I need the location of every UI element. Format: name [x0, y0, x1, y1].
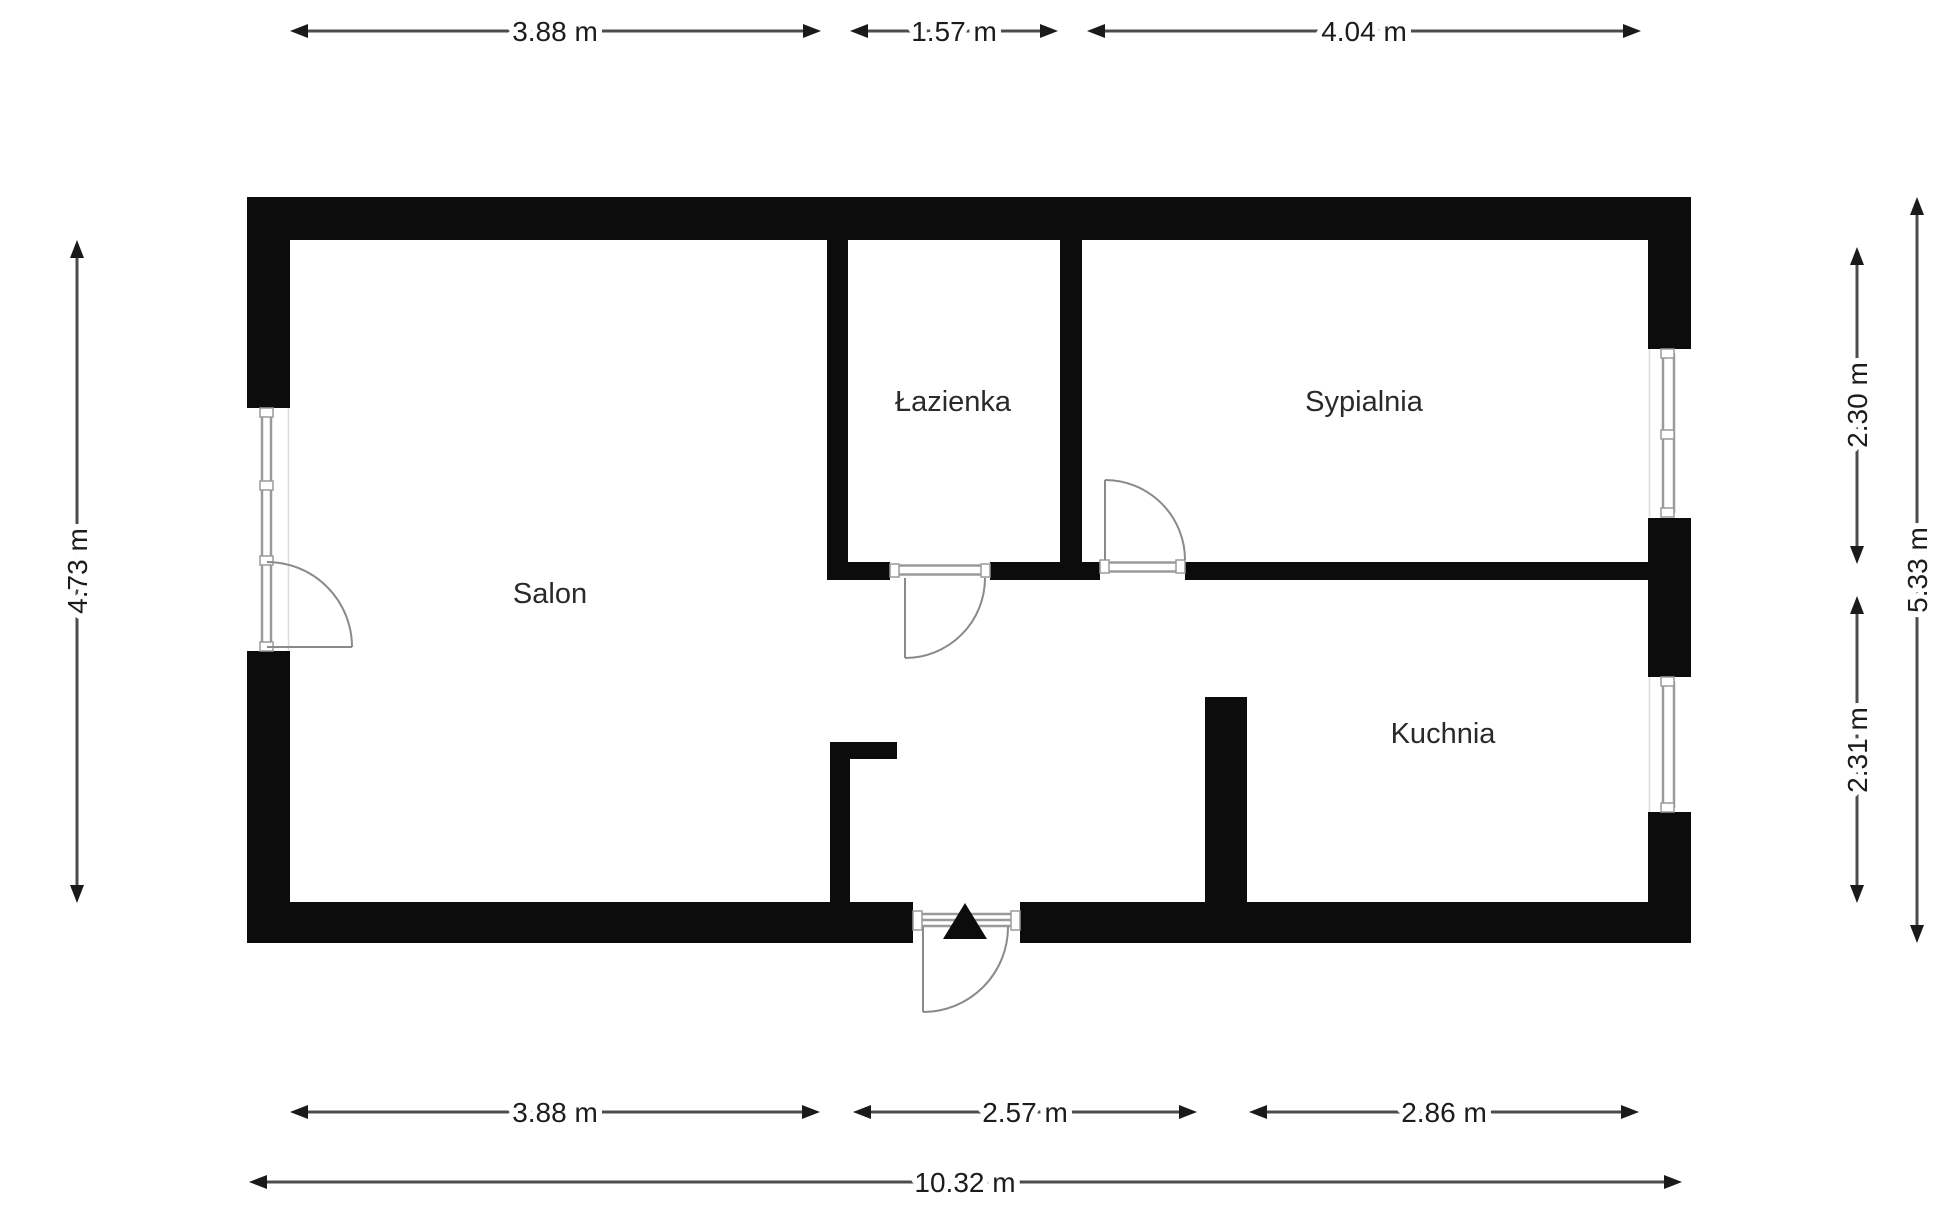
dim-left-salon-height: 4.73 m: [56, 240, 99, 903]
window-left-salon: [259, 407, 290, 652]
wall-right-bottom: [1648, 812, 1691, 943]
dim-top-salon-width: 3.88 m: [290, 10, 821, 53]
dim-bottom-kitchen-width: 2.86 m: [1249, 1091, 1639, 1134]
wall-row-under-bathroom: [827, 562, 890, 580]
door-arc-entrance: [922, 926, 1009, 1013]
svg-text:3.88 m: 3.88 m: [512, 16, 598, 47]
svg-text:3.88 m: 3.88 m: [512, 1097, 598, 1128]
svg-text:1.57 m: 1.57 m: [911, 16, 997, 47]
svg-text:5.33 m: 5.33 m: [1902, 527, 1933, 613]
wall-right-mid: [1648, 518, 1691, 677]
dim-bottom-hall-width: 2.57 m: [853, 1091, 1197, 1134]
svg-text:2.31 m: 2.31 m: [1842, 707, 1873, 793]
wall-right-top: [1648, 197, 1691, 349]
dim-top-bathroom-width: 1.57 m: [850, 10, 1058, 53]
door-bathroom: [889, 563, 991, 659]
wall-left-lower: [247, 651, 290, 943]
window-right-kitchen: [1648, 676, 1676, 813]
wall-bottom-left: [247, 902, 913, 943]
window-right-bedroom: [1648, 348, 1676, 518]
wall-row-center: [990, 562, 1100, 580]
wall-row-bedroom-kitchen: [1185, 562, 1648, 580]
entrance-marker-triangle: [943, 903, 987, 939]
svg-text:4.73 m: 4.73 m: [62, 528, 93, 614]
dim-right-kitchen-height: 2.31 m: [1836, 596, 1879, 903]
wall-kitchen-left: [1205, 697, 1247, 902]
door-arc-bedroom: [1104, 479, 1186, 561]
dim-bottom-total-width: 10.32 m: [249, 1161, 1682, 1204]
wall-bottom-right: [1020, 902, 1691, 943]
door-bedroom: [1099, 479, 1186, 574]
dim-right-bedroom-height: 2.30 m: [1836, 247, 1879, 564]
wall-top: [247, 197, 1691, 240]
room-label-kuchnia: Kuchnia: [1391, 718, 1497, 750]
door-balcony-salon: [266, 561, 353, 648]
dim-bottom-salon-width: 3.88 m: [290, 1091, 820, 1134]
dim-right-total-height: 5.33 m: [1896, 197, 1939, 943]
room-label-lazienka: Łazienka: [895, 386, 1012, 418]
dim-top-bedroom-width: 4.04 m: [1087, 10, 1641, 53]
svg-text:10.32 m: 10.32 m: [914, 1167, 1015, 1198]
svg-text:2.30 m: 2.30 m: [1842, 362, 1873, 448]
wall-hall-stub-vertical: [830, 742, 850, 902]
wall-bathroom-left: [827, 240, 848, 580]
door-arc-bathroom: [904, 577, 986, 659]
room-labels: Salon Łazienka Sypialnia Kuchnia: [513, 386, 1496, 750]
door-entrance: [912, 903, 1021, 1013]
wall-bathroom-bedroom-divider: [1060, 240, 1082, 580]
wall-hall-stub-horizontal: [830, 742, 897, 759]
outer-walls: [247, 197, 1691, 943]
svg-text:2.57 m: 2.57 m: [982, 1097, 1068, 1128]
interior-walls: [827, 240, 1648, 902]
svg-text:4.04 m: 4.04 m: [1321, 16, 1407, 47]
room-label-sypialnia: Sypialnia: [1305, 386, 1424, 418]
room-label-salon: Salon: [513, 578, 587, 610]
door-arc-balcony: [266, 561, 353, 648]
svg-text:2.86 m: 2.86 m: [1401, 1097, 1487, 1128]
wall-left-upper: [247, 197, 290, 408]
